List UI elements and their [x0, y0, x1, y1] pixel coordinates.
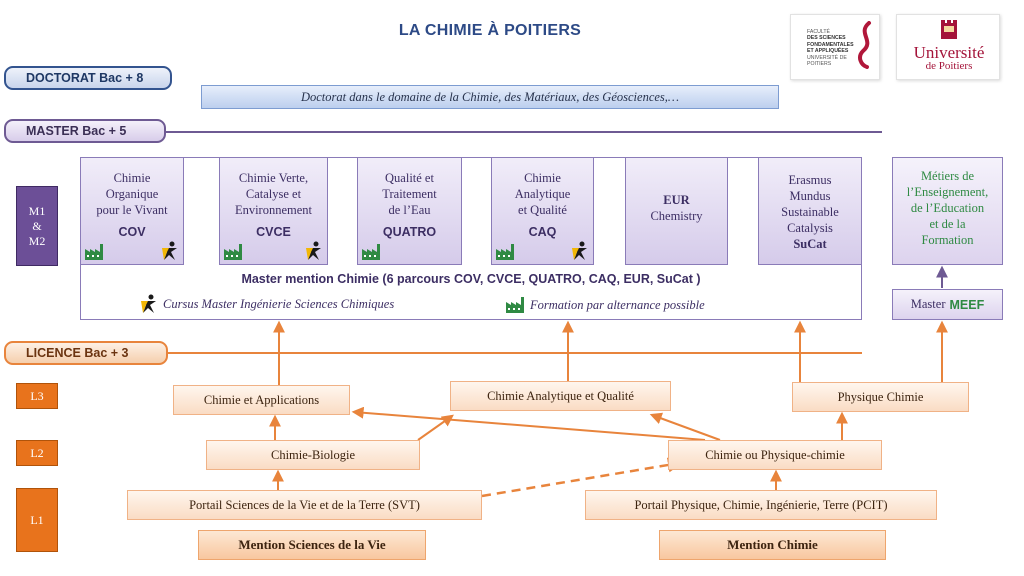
l2-chimie-biologie[interactable]: Chimie-Biologie: [206, 440, 420, 470]
page-title: LA CHIMIE À POITIERS: [398, 22, 582, 39]
course-quatro[interactable]: Qualité et Traitement de l’Eau QUATRO: [357, 157, 462, 265]
faculte-swirl-icon: [858, 21, 871, 69]
course-eur[interactable]: EUR Chemistry: [625, 157, 728, 265]
person-star-icon: [162, 241, 177, 260]
universite-logo: Université de Poitiers: [896, 14, 1000, 80]
level-master: MASTER Bac + 5: [4, 119, 166, 143]
faculte-logo-text: FACULTÉ DES SCIENCES FONDAMENTALES ET AP…: [807, 29, 854, 68]
crest-icon: [941, 20, 957, 39]
doctorat-box: Doctorat dans le domaine de la Chimie, d…: [201, 85, 779, 109]
level-doctorat: DOCTORAT Bac + 8: [4, 66, 172, 90]
universite-name: Université: [913, 43, 985, 62]
mention-sciences-vie[interactable]: Mention Sciences de la Vie: [198, 530, 426, 560]
factory-icon: [224, 244, 242, 260]
year-l3: L3: [16, 383, 58, 409]
course-code: CAQ: [528, 225, 557, 239]
course-cvce[interactable]: Chimie Verte, Catalyse et Environnement …: [219, 157, 328, 265]
l1-portail-pcit[interactable]: Portail Physique, Chimie, Ingénierie, Te…: [585, 490, 937, 520]
l3-physique-chimie[interactable]: Physique Chimie: [792, 382, 969, 412]
l1-portail-svt[interactable]: Portail Sciences de la Vie et de la Terr…: [127, 490, 482, 520]
year-l2: L2: [16, 440, 58, 466]
arrow-chphys-caq: [649, 412, 721, 441]
factory-icon: [496, 244, 514, 260]
mention-chimie[interactable]: Mention Chimie: [659, 530, 886, 560]
factory-icon: [506, 297, 524, 313]
legend-alternance: Formation par alternance possible: [505, 296, 705, 314]
arrow-chphys-chapp: [351, 406, 706, 441]
universite-city: de Poitiers: [925, 60, 973, 72]
course-code: CVCE: [256, 225, 291, 239]
l3-chimie-applications[interactable]: Chimie et Applications: [173, 385, 350, 415]
person-star-icon: [141, 294, 156, 313]
course-caq[interactable]: Chimie Analytique et Qualité CAQ: [491, 157, 594, 265]
arrow-svt-chphys-dashed: [481, 457, 683, 498]
course-code: COV: [118, 225, 146, 239]
factory-icon: [362, 244, 380, 260]
course-sucat[interactable]: Erasmus Mundus Sustainable Catalysis SuC…: [758, 157, 862, 265]
course-cov[interactable]: Chimie Organique pour le Vivant COV: [80, 157, 184, 265]
course-code: QUATRO: [382, 225, 437, 239]
person-star-icon: [306, 241, 321, 260]
l3-chimie-analytique-qualite[interactable]: Chimie Analytique et Qualité: [450, 381, 671, 411]
master-mention-label: Master mention Chimie (6 parcours COV, C…: [241, 272, 701, 286]
factory-icon: [85, 244, 103, 260]
l2-chimie-physique-chimie[interactable]: Chimie ou Physique-chimie: [668, 440, 882, 470]
master-mention-container: [80, 157, 862, 320]
person-star-icon: [572, 241, 587, 260]
year-l1: L1: [16, 488, 58, 552]
meef-metiers-box[interactable]: Métiers de l’Enseignement, de l’Educatio…: [892, 157, 1003, 265]
level-licence: LICENCE Bac + 3: [4, 341, 168, 365]
faculte-logo: FACULTÉ DES SCIENCES FONDAMENTALES ET AP…: [790, 14, 880, 80]
year-m1-m2: M1 & M2: [16, 186, 58, 266]
legend-cursus: Cursus Master Ingénierie Sciences Chimiq…: [140, 294, 394, 314]
